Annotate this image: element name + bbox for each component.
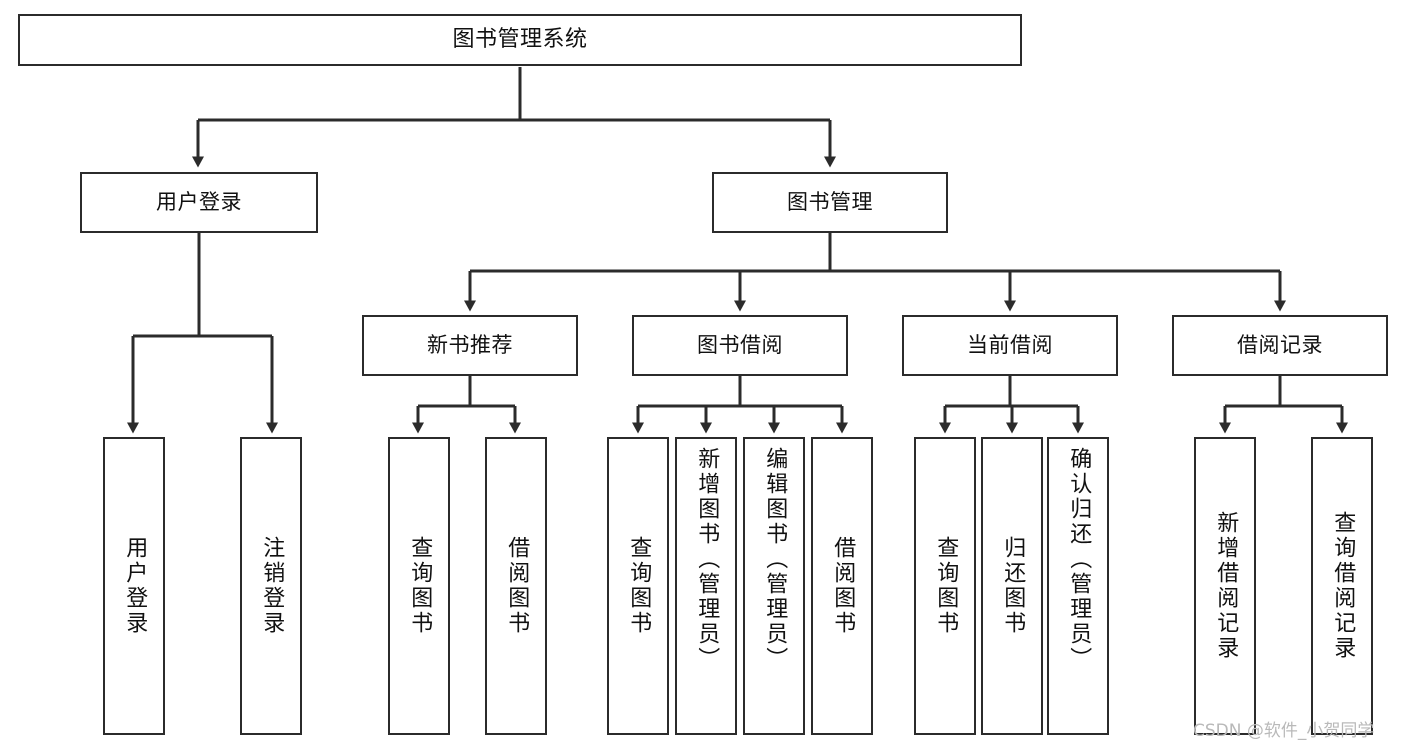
node-borrowing-record[interactable]: 借阅记录: [1172, 315, 1388, 376]
node-label: 图书管理: [787, 190, 873, 215]
node-label: 借阅记录: [1237, 333, 1323, 358]
node-label: 用户登录: [156, 190, 242, 215]
node-leaf-query-book-borrowing[interactable]: 查询图书: [607, 437, 669, 735]
node-leaf-return-book[interactable]: 归还图书: [981, 437, 1043, 735]
node-leaf-user-login[interactable]: 用户登录: [103, 437, 165, 735]
node-leaf-add-book-admin[interactable]: 新增图书（管理员）: [675, 437, 737, 735]
node-leaf-query-book-recommendation[interactable]: 查询图书: [388, 437, 450, 735]
node-leaf-add-borrowing-record[interactable]: 新增借阅记录: [1194, 437, 1256, 735]
node-leaf-query-borrowing-record[interactable]: 查询借阅记录: [1311, 437, 1373, 735]
node-label: 当前借阅: [967, 333, 1053, 358]
node-user-login[interactable]: 用户登录: [80, 172, 318, 233]
node-root-book-management-system[interactable]: 图书管理系统: [18, 14, 1022, 66]
node-label: 新增图书（管理员）: [694, 447, 720, 672]
node-leaf-user-logout[interactable]: 注销登录: [240, 437, 302, 735]
node-leaf-query-book-current[interactable]: 查询图书: [914, 437, 976, 735]
node-label: 查询借阅记录: [1330, 511, 1356, 661]
node-label: 查询图书: [626, 536, 652, 636]
node-leaf-borrow-book-recommendation[interactable]: 借阅图书: [485, 437, 547, 735]
node-label: 注销登录: [259, 536, 285, 636]
node-book-borrowing[interactable]: 图书借阅: [632, 315, 848, 376]
node-label: 新书推荐: [427, 333, 513, 358]
node-leaf-edit-book-admin[interactable]: 编辑图书（管理员）: [743, 437, 805, 735]
node-current-borrowing[interactable]: 当前借阅: [902, 315, 1118, 376]
node-label: 用户登录: [122, 536, 148, 636]
node-label: 借阅图书: [504, 536, 530, 636]
node-label: 查询图书: [407, 536, 433, 636]
node-label: 归还图书: [1000, 536, 1026, 636]
node-label: 借阅图书: [830, 536, 856, 636]
node-label: 编辑图书（管理员）: [762, 447, 788, 672]
node-book-management[interactable]: 图书管理: [712, 172, 948, 233]
node-label: 确认归还（管理员）: [1066, 447, 1092, 672]
node-label: 新增借阅记录: [1213, 511, 1239, 661]
csdn-watermark: CSDN @软件_小贺同学: [1193, 721, 1375, 741]
node-label: 查询图书: [933, 536, 959, 636]
node-leaf-confirm-return-admin[interactable]: 确认归还（管理员）: [1047, 437, 1109, 735]
node-label: 图书管理系统: [452, 26, 588, 52]
node-leaf-borrow-book-borrowing[interactable]: 借阅图书: [811, 437, 873, 735]
node-label: 图书借阅: [697, 333, 783, 358]
node-new-book-recommendation[interactable]: 新书推荐: [362, 315, 578, 376]
